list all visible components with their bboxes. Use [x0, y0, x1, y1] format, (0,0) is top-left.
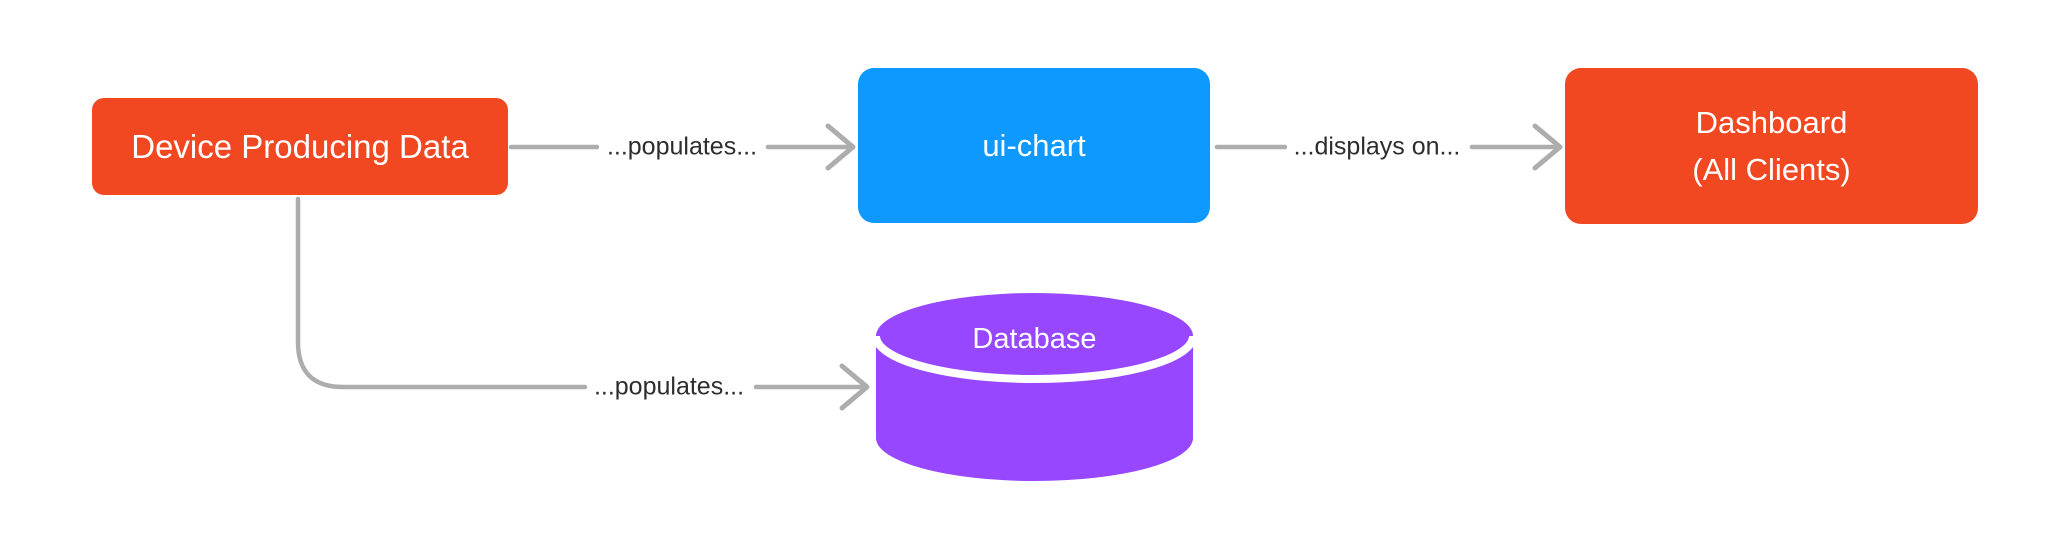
node-device-producing-data: Device Producing Data — [92, 98, 508, 195]
edge-label-populates-bottom: ...populates... — [593, 372, 745, 401]
node-database-label: Database — [972, 322, 1097, 355]
node-ui-chart-label: ui-chart — [982, 127, 1086, 163]
node-ui-chart: ui-chart — [858, 68, 1210, 223]
node-dashboard-label-line2: (All Clients) — [1692, 152, 1851, 187]
node-device-label: Device Producing Data — [131, 127, 469, 165]
node-database-cylinder — [876, 293, 1193, 481]
edge-label-populates-top: ...populates... — [606, 132, 758, 161]
edge-label-displays-on: ...displays on... — [1293, 132, 1461, 161]
edge-device-to-database-elbow — [295, 196, 588, 390]
cylinder-top-ellipse — [876, 293, 1193, 379]
edge-device-to-database-arrowhead — [839, 363, 870, 411]
cylinder-white-band — [876, 335, 1193, 383]
node-dashboard: Dashboard (All Clients) — [1565, 68, 1978, 224]
edge-uichart-to-dashboard-arrowhead — [1532, 123, 1563, 171]
node-dashboard-label-line1: Dashboard — [1695, 105, 1848, 140]
edge-device-to-uichart-arrowhead — [825, 123, 856, 171]
node-database-label-wrap: Database — [876, 293, 1193, 385]
